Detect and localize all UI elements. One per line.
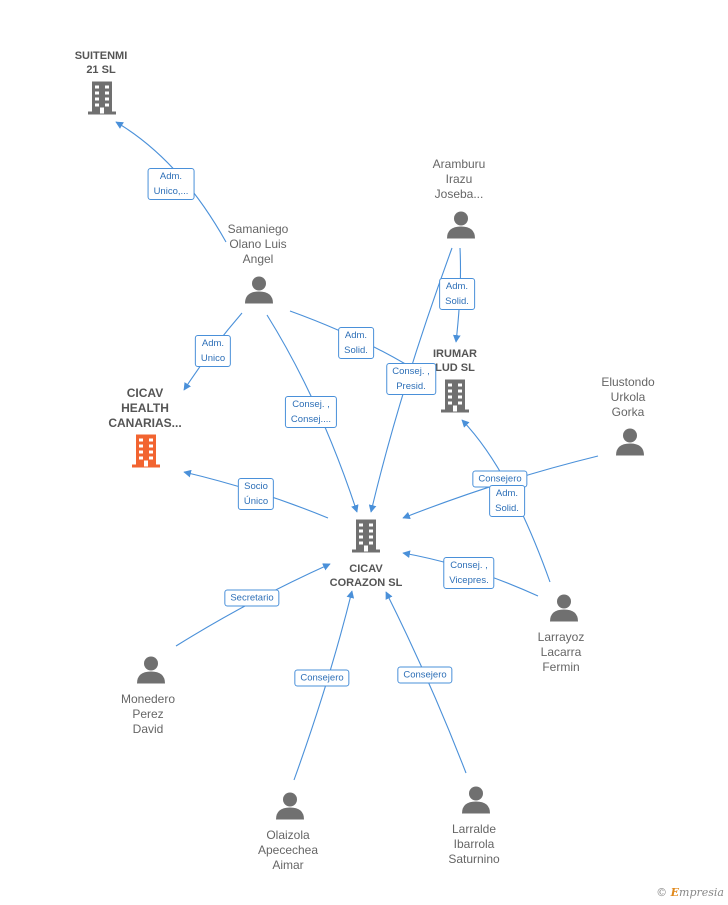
edge-label-samaniego-irumar[interactable]: Adm. Solid.: [338, 327, 374, 359]
person-icon[interactable]: [275, 792, 305, 825]
node-label-cicav-health[interactable]: CICAV HEALTH CANARIAS...: [108, 386, 182, 430]
person-icon[interactable]: [549, 594, 579, 627]
person-icon[interactable]: [615, 428, 645, 461]
building-icon[interactable]: [131, 433, 161, 474]
person-icon-larralde: [462, 786, 490, 814]
node-label-larrayoz[interactable]: Larrayoz Lacarra Fermin: [537, 630, 585, 674]
edge-label-samaniego-corazon[interactable]: Consej. , Consej....: [284, 396, 338, 428]
edge-label-larrayoz-corazon[interactable]: Consej. , Vicepres.: [443, 557, 495, 589]
empresia-watermark[interactable]: © Empresia: [656, 886, 724, 899]
person-icon[interactable]: [461, 786, 491, 819]
person-icon-larrayoz: [550, 594, 578, 622]
building-icon[interactable]: [440, 378, 470, 419]
person-icon-samaniego: [245, 276, 273, 304]
edge-label-larralde-corazon[interactable]: Consejero: [397, 666, 453, 684]
edge-label-aramburu-irumar[interactable]: Adm. Solid.: [439, 278, 475, 310]
person-icon[interactable]: [446, 211, 476, 244]
person-icon[interactable]: [136, 656, 166, 689]
person-icon-monedero: [137, 656, 165, 684]
node-label-samaniego[interactable]: Samaniego Olano Luis Angel: [227, 222, 289, 266]
person-icon[interactable]: [244, 276, 274, 309]
edge-label-samaniego-health[interactable]: Adm. Unico: [194, 335, 232, 367]
building-icon-irumar: [441, 379, 469, 413]
building-icon-suitenmi: [88, 81, 116, 115]
node-label-suitenmi[interactable]: SUITENMI 21 SL: [74, 50, 128, 76]
edge-label-olaizola-corazon[interactable]: Consejero: [294, 669, 350, 687]
node-label-cicav-corazon[interactable]: CICAV CORAZON SL: [329, 563, 403, 589]
edge-label-samaniego-suitenmi[interactable]: Adm. Unico,...: [147, 168, 195, 200]
node-label-elustondo[interactable]: Elustondo Urkola Gorka: [601, 375, 655, 419]
building-icon-cicav-corazon: [352, 519, 380, 553]
brand-initial: E: [670, 886, 680, 899]
node-label-irumar[interactable]: IRUMAR LUD SL: [433, 348, 477, 374]
building-icon[interactable]: [351, 518, 381, 559]
edge-label-aramburu-corazon[interactable]: Consej. , Presid.: [386, 363, 436, 395]
brand-name: mpresia: [679, 886, 724, 899]
edge-label-larrayoz-irumar[interactable]: Adm. Solid.: [489, 485, 525, 517]
person-icon-elustondo: [616, 428, 644, 456]
copyright-symbol: ©: [656, 886, 668, 899]
node-label-olaizola[interactable]: Olaizola Apecechea Aimar: [257, 828, 319, 872]
edge-label-monedero-corazon[interactable]: Secretario: [224, 589, 280, 607]
person-icon-aramburu: [447, 211, 475, 239]
person-icon-olaizola: [276, 792, 304, 820]
building-icon[interactable]: [87, 80, 117, 121]
node-label-aramburu[interactable]: Aramburu Irazu Joseba...: [432, 157, 486, 201]
building-icon-cicav-health: [132, 434, 160, 468]
edge-label-corazon-health[interactable]: Socio Único: [237, 478, 275, 510]
node-label-larralde[interactable]: Larralde Ibarrola Saturnino: [448, 822, 500, 866]
node-label-monedero[interactable]: Monedero Perez David: [120, 692, 176, 736]
